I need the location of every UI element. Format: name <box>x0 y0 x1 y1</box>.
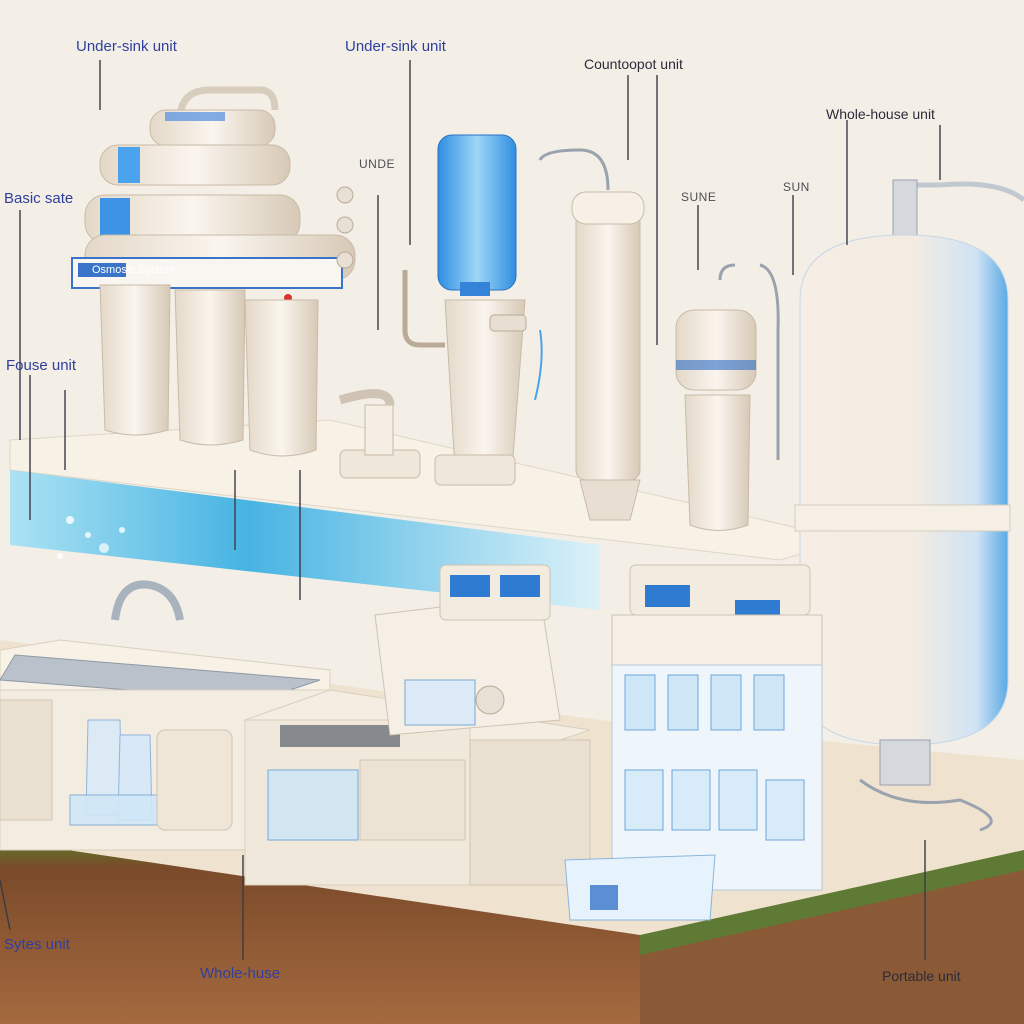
countertop-bottle-dispenser <box>402 134 543 486</box>
leader-lines <box>0 60 941 960</box>
label-portable-unit: Portable unit <box>882 968 961 984</box>
portable-filtration-rack <box>564 564 823 921</box>
label-whole-house-bottom: Whole-huse <box>200 965 281 982</box>
under-sink-ro-unit <box>71 86 356 457</box>
label-basic-state: Basic sate <box>4 190 74 207</box>
label-osmosis-banner: Osmosis System <box>92 264 175 276</box>
tall-column-filter <box>538 148 645 521</box>
label-sune: SUNE <box>681 190 717 204</box>
label-system-unit: Sytes unit <box>4 936 70 953</box>
label-house-unit: Fouse unit <box>6 357 77 374</box>
compact-filter-unit <box>675 263 780 531</box>
label-unde: UNDE <box>359 157 396 171</box>
label-sun: SUN <box>783 180 810 194</box>
label-countertop-unit: Countoopot unit <box>584 56 683 72</box>
whole-house-tank <box>794 179 1024 832</box>
central-cabinet <box>243 564 591 886</box>
label-under-sink-unit-center: Under-sink unit <box>345 38 446 55</box>
label-whole-house-unit-top: Whole-house unit <box>826 106 935 122</box>
label-under-sink-unit-left: Under-sink unit <box>76 38 177 55</box>
faucet-dispenser <box>338 389 421 479</box>
